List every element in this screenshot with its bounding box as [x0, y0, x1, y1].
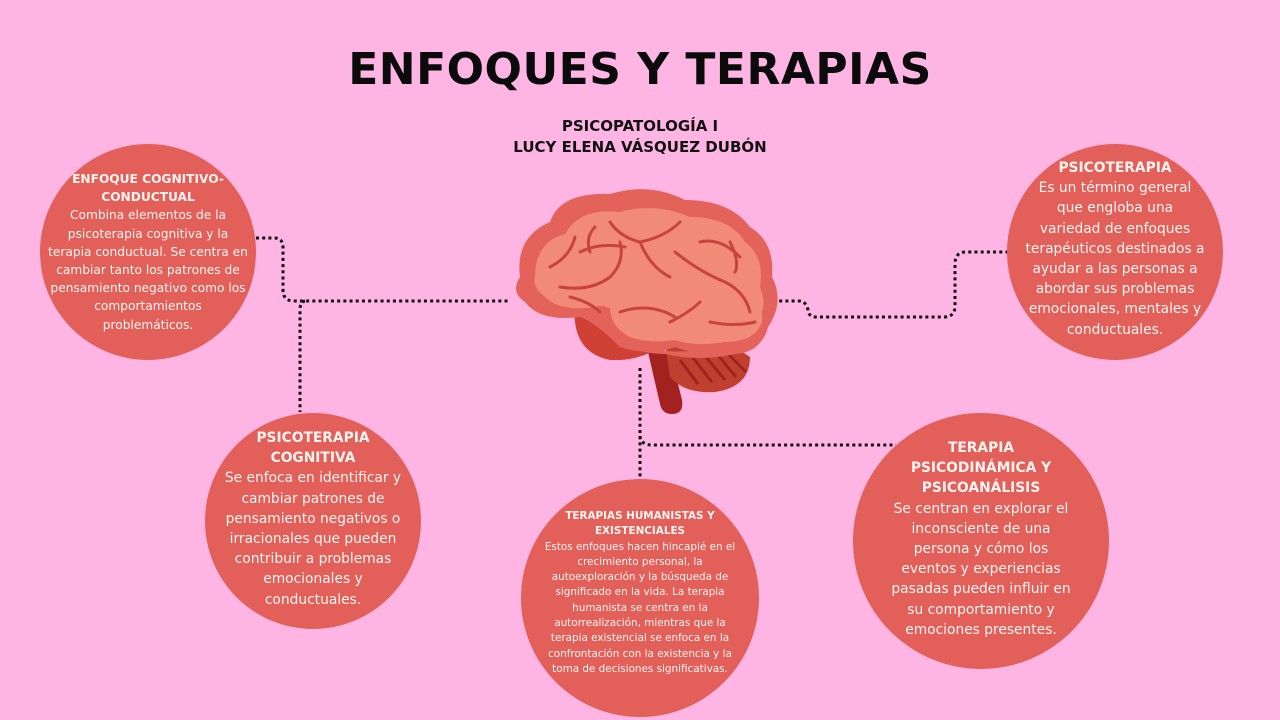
author-name: LUCY ELENA VÁSQUEZ DUBÓN	[513, 138, 767, 156]
node-title: TERAPIAS HUMANISTAS Y EXISTENCIALES	[565, 510, 715, 538]
connector-psicodinamica	[638, 435, 896, 447]
node-description: Se enfoca en identificar y cambiar patro…	[224, 470, 402, 608]
connector-psicoterapia	[773, 250, 1008, 319]
node-description: Se centran en explorar el inconsciente d…	[891, 500, 1071, 638]
node-description: Combina elementos de la psicoterapia cog…	[48, 208, 248, 332]
node-description: Es un término general que engloba una va…	[1025, 180, 1205, 338]
node-description: Estos enfoques hacen hincapié en el crec…	[544, 540, 736, 675]
node-title: PSICOTERAPIA	[1058, 160, 1172, 176]
course-name: PSICOPATOLOGÍA I	[561, 117, 719, 135]
node-terapias-humanistas-existenciales: TERAPIAS HUMANISTAS Y EXISTENCIALES Esto…	[521, 479, 759, 717]
node-title: PSICOTERAPIA COGNITIVA	[256, 430, 370, 467]
node-terapia-psicodinamica-psicoanalisis: TERAPIA PSICODINÁMICA Y PSICOANÁLISIS Se…	[853, 413, 1109, 669]
node-title: TERAPIA PSICODINÁMICA Y PSICOANÁLISIS	[910, 440, 1052, 497]
subtitle-block: PSICOPATOLOGÍA I LUCY ELENA VÁSQUEZ DUBÓ…	[0, 116, 1280, 158]
node-title: ENFOQUE COGNITIVO-CONDUCTUAL	[72, 172, 224, 205]
node-enfoque-cognitivo-conductual: ENFOQUE COGNITIVO-CONDUCTUAL Combina ele…	[40, 144, 256, 360]
connector-cognitivo-conductual	[256, 236, 508, 303]
brain-icon	[500, 182, 780, 421]
page-title: ENFOQUES Y TERAPIAS	[348, 44, 932, 95]
connector-psicoterapia-cognitiva	[298, 299, 306, 412]
node-psicoterapia: PSICOTERAPIA Es un término general que e…	[1007, 144, 1223, 360]
node-psicoterapia-cognitiva: PSICOTERAPIA COGNITIVA Se enfoca en iden…	[205, 413, 421, 629]
